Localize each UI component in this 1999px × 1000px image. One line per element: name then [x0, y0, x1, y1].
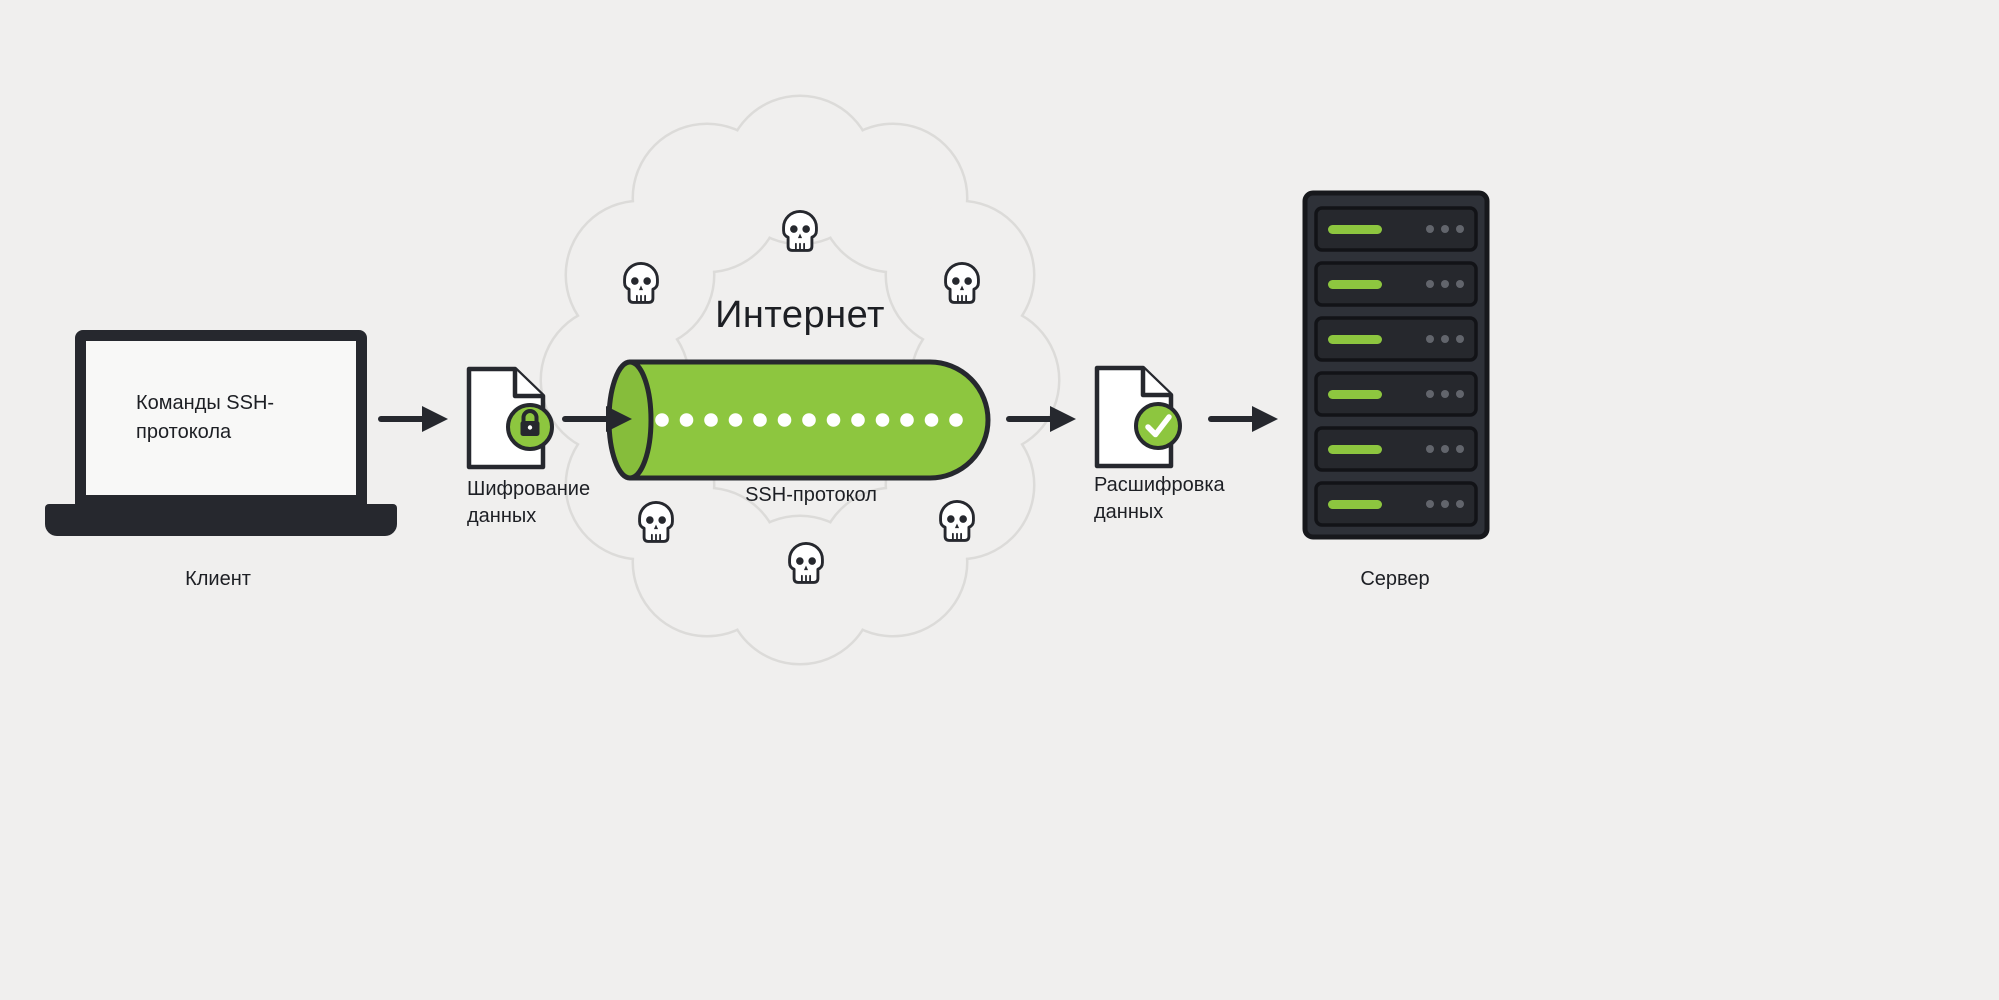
document-lock-icon	[462, 365, 562, 471]
encryption-label: Шифрование данных	[467, 478, 591, 527]
laptop-base	[45, 504, 397, 536]
laptop-icon: Команды SSH-протокола	[45, 330, 397, 536]
arrow-right-icon	[1006, 401, 1078, 437]
skull-icon	[939, 499, 975, 542]
skull-icon	[788, 541, 824, 584]
client-commands-text: Команды SSH-протокола	[136, 392, 275, 443]
client-label: Клиент	[185, 568, 251, 590]
server-label: Сервер	[1360, 568, 1430, 590]
encrypted-data-dots	[655, 413, 963, 427]
document-check-icon	[1090, 364, 1190, 470]
skull-icon	[782, 209, 818, 252]
arrow-right-icon	[562, 401, 634, 437]
ssh-tunnel	[600, 350, 1010, 490]
check-icon	[1134, 402, 1182, 450]
arrow-right-icon	[378, 401, 450, 437]
internet-label: Интернет	[715, 294, 885, 336]
skull-icon	[944, 261, 980, 304]
lock-icon	[506, 403, 554, 451]
skull-icon	[623, 261, 659, 304]
server-icon	[1302, 190, 1490, 540]
tunnel-label: SSH-протокол	[745, 484, 877, 506]
arrow-right-icon	[1208, 401, 1280, 437]
skull-icon	[638, 500, 674, 543]
laptop-screen: Команды SSH-протокола	[75, 330, 367, 506]
server-slots	[1314, 206, 1478, 527]
decryption-label: Расшифровка данных	[1094, 474, 1225, 523]
